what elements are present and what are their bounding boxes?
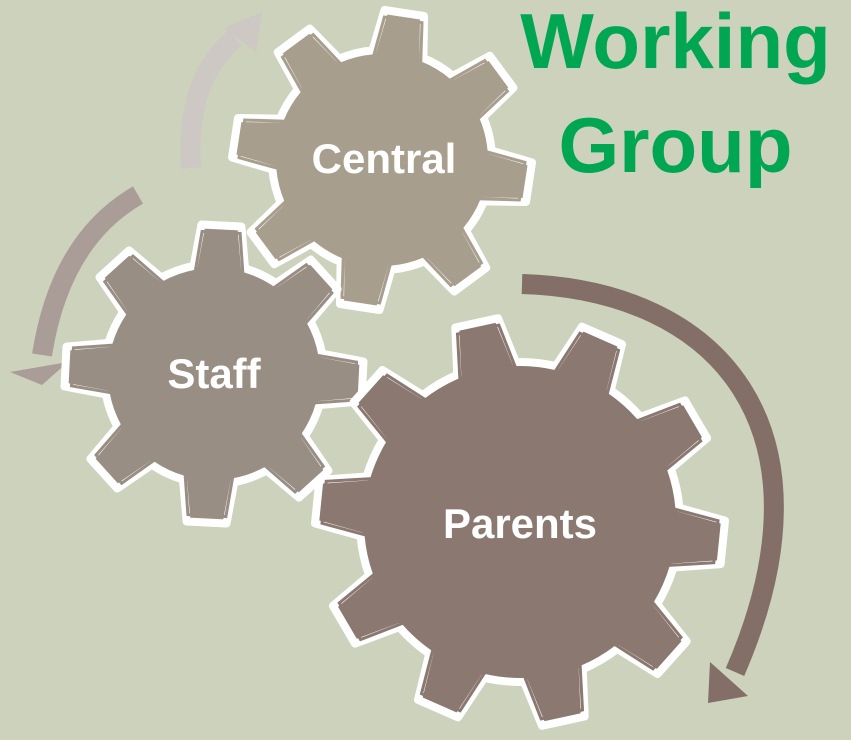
gear-central-label: Central (312, 135, 457, 182)
curved-arrow-icon (521, 274, 784, 676)
gear-staff-label: Staff (167, 350, 261, 397)
gear-central-icon (228, 6, 536, 314)
title-working: Working (520, 0, 831, 85)
curved-arrow-head (10, 362, 68, 385)
gear-parents-label: Parents (443, 500, 597, 547)
gear-parents: Parents (311, 314, 729, 730)
gear-central-inner-line (237, 15, 527, 305)
gear-staff: Staff (60, 220, 368, 528)
gear-staff-inner-line (69, 229, 359, 519)
gear-central: Central (228, 6, 536, 314)
arrow-top (180, 12, 262, 169)
gear-parents-icon (311, 314, 729, 730)
gear-parents-inner-line (320, 323, 720, 721)
arrow-right (521, 274, 784, 703)
title-group: Group (558, 101, 793, 189)
curved-arrow-head (224, 12, 262, 52)
arrow-left (10, 186, 144, 385)
curved-arrow-icon (32, 186, 144, 357)
gear-staff-icon (60, 220, 368, 528)
curved-arrow-head (708, 662, 748, 703)
curved-arrow-icon (180, 30, 242, 169)
